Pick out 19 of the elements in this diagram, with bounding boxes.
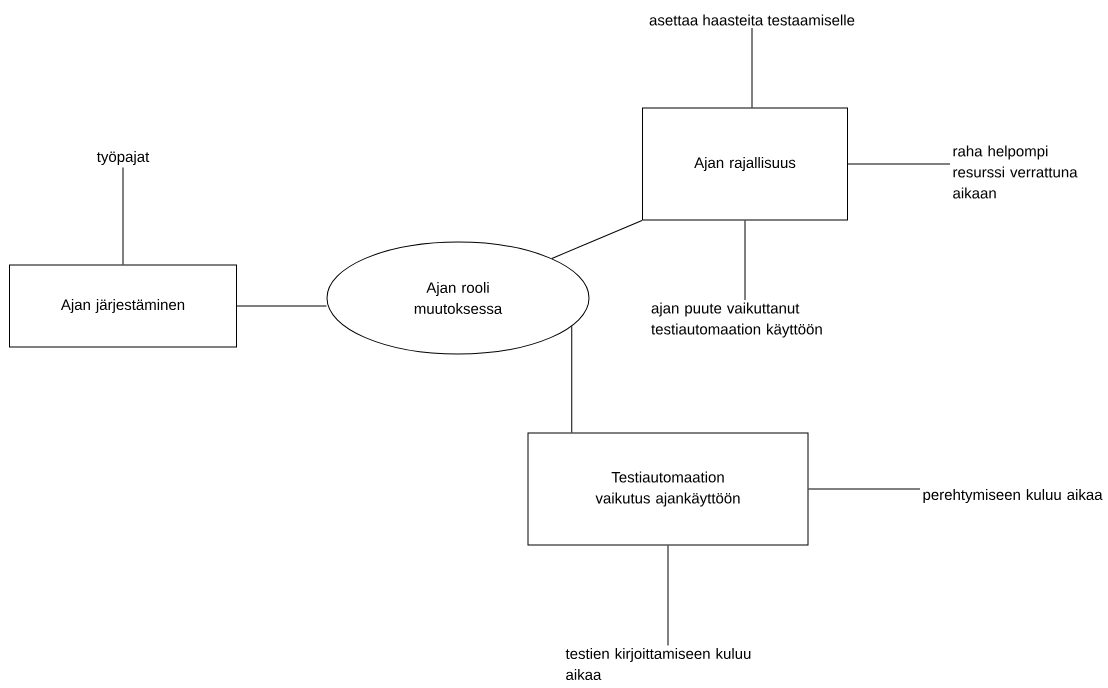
connector-line xyxy=(122,167,124,265)
process-box: Testiautomaation vaikutus ajankäyttöön xyxy=(527,432,809,546)
connector-line xyxy=(751,27,753,108)
connector-line xyxy=(744,220,746,301)
process-box: Ajan rajallisuus xyxy=(642,107,848,221)
connector-line xyxy=(667,545,669,646)
note-text: asettaa haasteita testaamiselle xyxy=(649,14,855,26)
connector-line xyxy=(808,488,921,490)
note-text: perehtymiseen kuluu aikaa xyxy=(923,489,1103,503)
connector-line xyxy=(551,220,643,259)
note-text: ajan puute vaikuttanut testiautomaation käyttöön xyxy=(651,302,822,338)
process-box: Ajan järjestäminen xyxy=(9,264,237,348)
note-text: työpajat xyxy=(96,151,150,165)
oval-node: Ajan rooli muutoksessa xyxy=(326,241,590,355)
connector-line xyxy=(571,325,573,433)
note-text: raha helpompi resurssi verrattuna aikaan xyxy=(953,145,1078,199)
note-text: testien kirjoittamiseen kuluu aikaa xyxy=(565,648,751,680)
connector-line xyxy=(847,163,951,165)
connector-line xyxy=(236,305,327,307)
